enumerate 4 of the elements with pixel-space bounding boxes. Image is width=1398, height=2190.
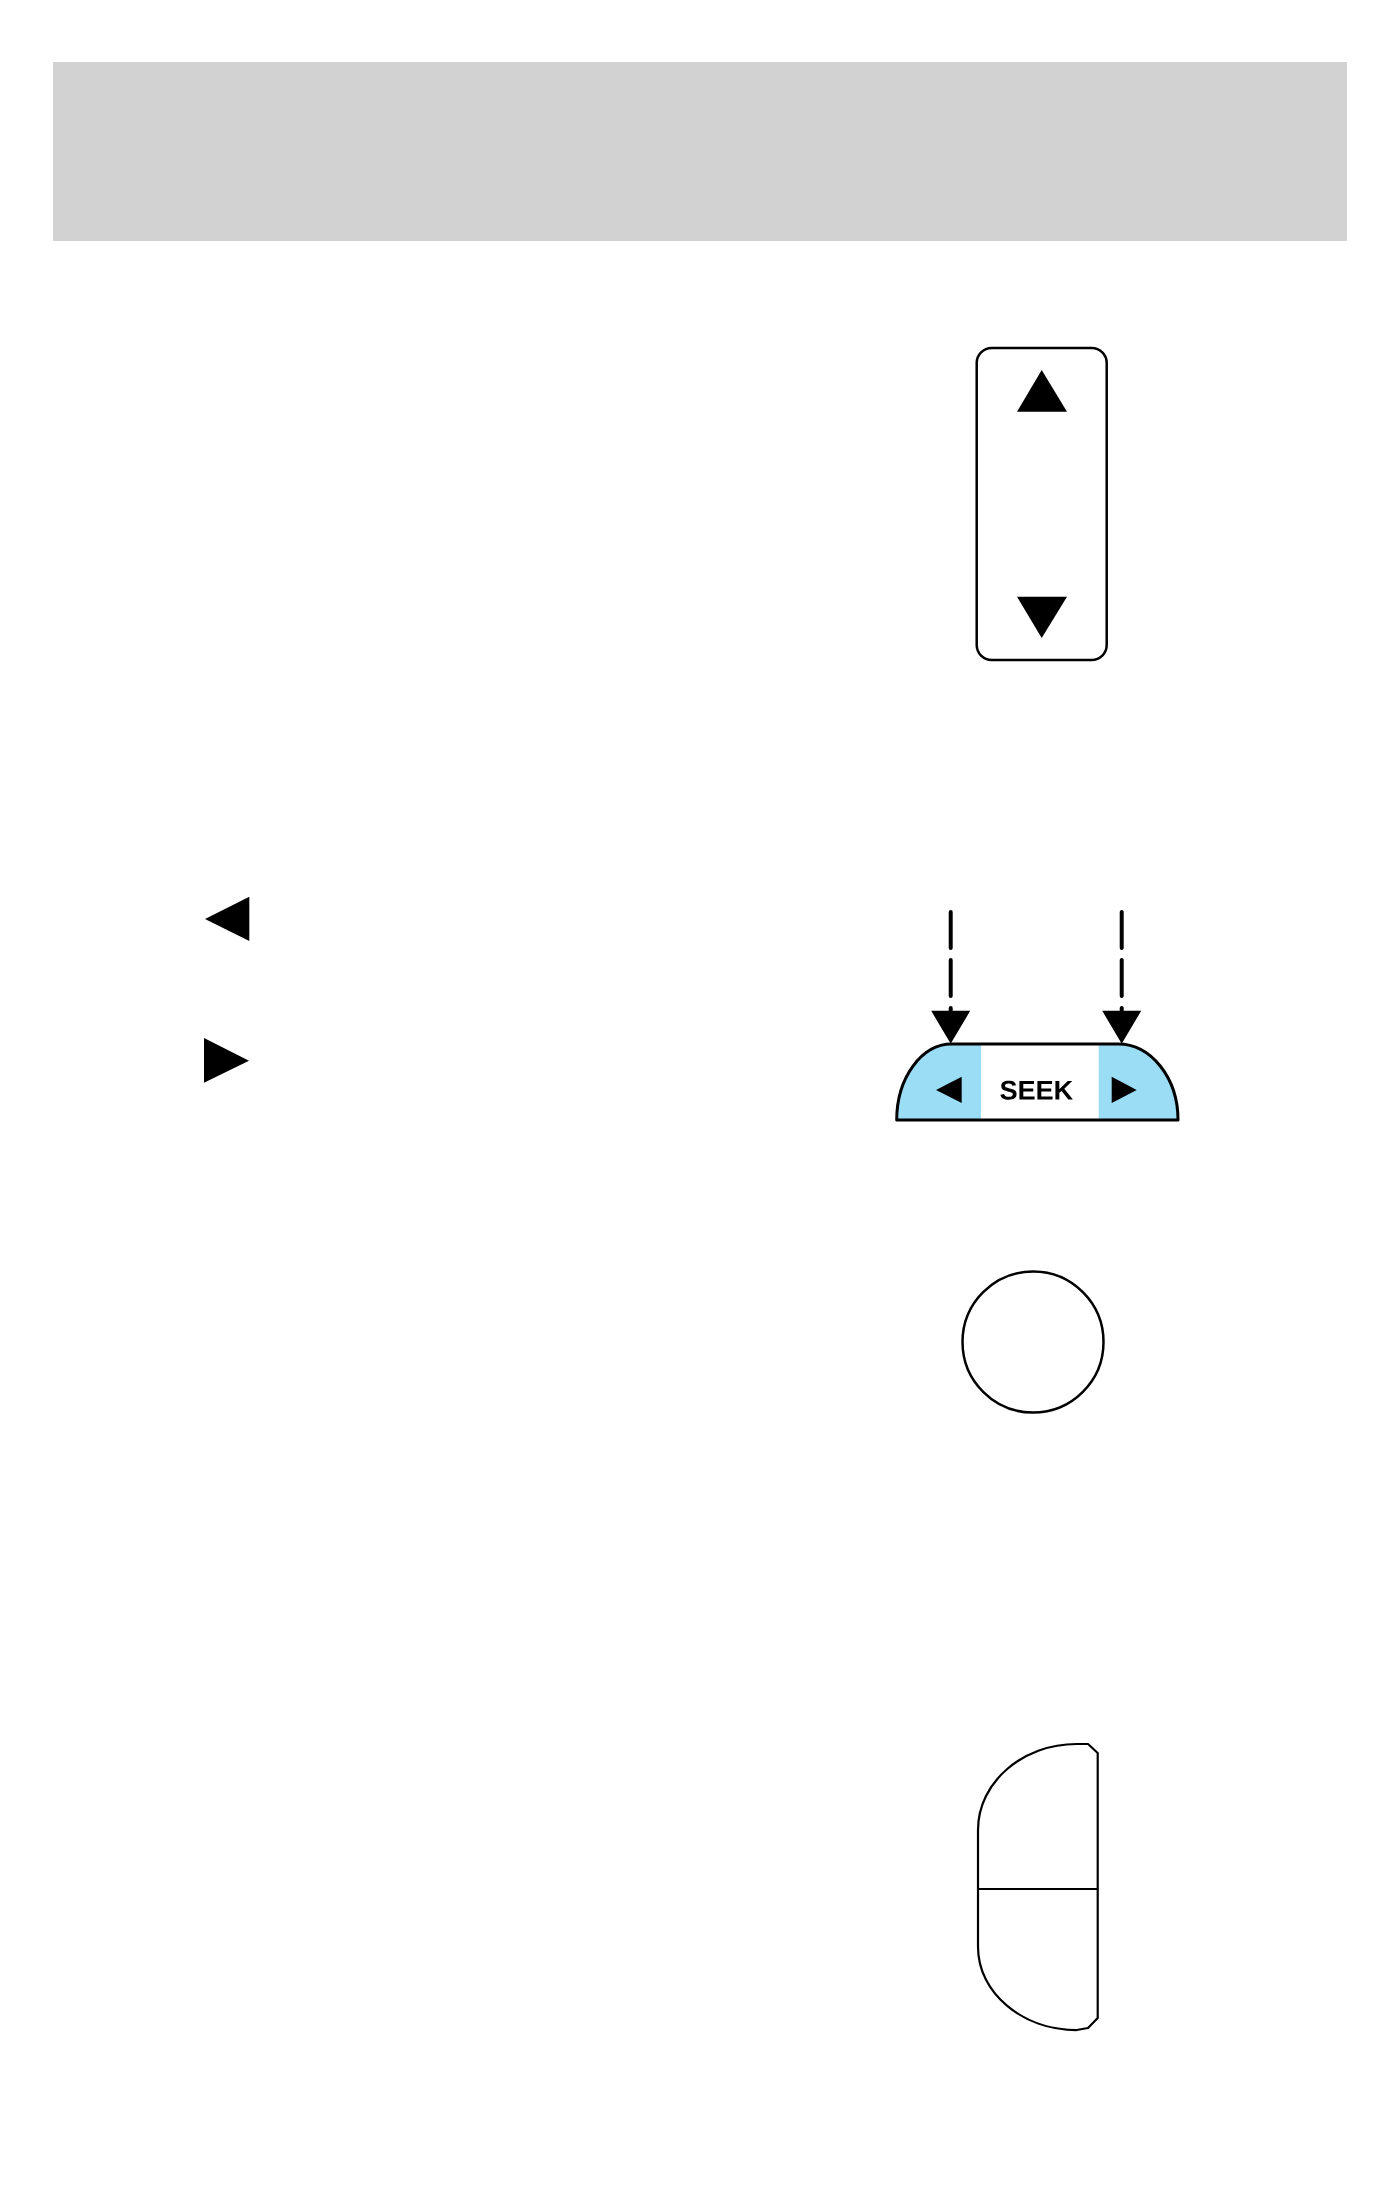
rocker-switch	[975, 346, 1108, 662]
seek-button: SEEK	[895, 1042, 1180, 1122]
round-button	[961, 1270, 1105, 1414]
split-button	[976, 1742, 1099, 2032]
